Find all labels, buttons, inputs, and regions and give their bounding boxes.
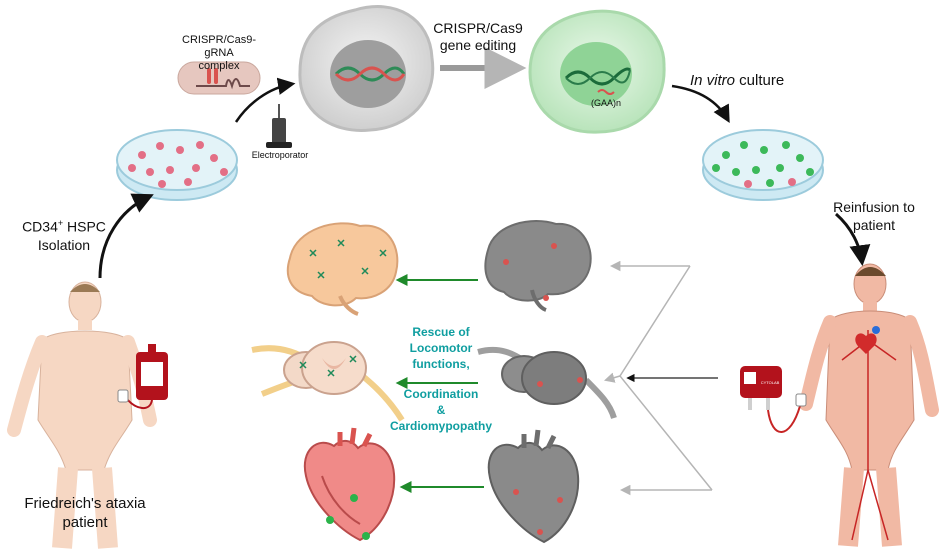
patient-line2: patient	[62, 514, 108, 531]
isolation-label: CD34+ HSPC Isolation	[4, 214, 124, 254]
gene-editing-line1: CRISPR/Cas9	[433, 20, 523, 36]
in-vitro-rest: culture	[735, 72, 785, 89]
isolation-cd34: CD34	[22, 218, 58, 235]
distribution-arrows	[603, 260, 718, 496]
reinfusion-line1: Reinfusion to	[833, 199, 915, 215]
healthy-brain-icon	[286, 222, 399, 316]
isolation-hspc: HSPC	[63, 218, 106, 235]
isolation-line1: CD34+ HSPC	[4, 214, 124, 236]
blood-bag-right-icon	[740, 366, 807, 433]
rescue-line4: Coordination	[403, 387, 479, 401]
electroporation-arrow	[234, 77, 296, 123]
gaa-repeat-label: (GAA)n	[590, 98, 621, 108]
affected-spinal-cord-icon	[477, 346, 617, 419]
patient-line1: Friedreich's ataxia	[24, 495, 146, 512]
blood-bag-brand: CYTOLAB	[760, 380, 780, 385]
gene-editing-label: CRISPR/Cas9 gene editing	[428, 20, 528, 54]
reinfusion-arrow	[835, 212, 871, 267]
electroporator-icon	[266, 104, 292, 148]
isolation-arrow	[98, 193, 154, 279]
reinfusion-line2: patient	[852, 217, 896, 233]
electroporator-label: Electroporator	[251, 150, 309, 160]
in-vitro-italic: In vitro	[690, 72, 736, 89]
isolation-line2: Isolation	[37, 236, 91, 253]
patient-figure-right	[799, 263, 939, 547]
petri-dish-isolated-cells	[116, 129, 238, 201]
petri-dish-edited-cells	[702, 129, 824, 201]
rescue-line3: functions,	[412, 357, 470, 371]
unedited-cell-icon	[298, 5, 435, 132]
crispr-complex-line2: complex	[198, 60, 240, 72]
patient-figure-left	[7, 281, 157, 549]
patient-label: Friedreich's ataxia patient	[0, 494, 170, 532]
gene-editing-line2: gene editing	[439, 37, 517, 53]
affected-brain-icon	[484, 220, 592, 312]
affected-heart-icon	[487, 429, 580, 544]
rescue-line2: Locomotor	[409, 341, 473, 355]
healthy-spinal-cord-icon	[251, 341, 405, 422]
reinfusion-label: Reinfusion to patient	[808, 198, 940, 234]
crispr-complex-icon	[177, 61, 261, 95]
crispr-complex-label: CRISPR/Cas9-gRNA complex	[168, 34, 270, 73]
rescue-label: Rescue of Locomotor functions, Coordinat…	[376, 324, 506, 434]
culture-arrow	[671, 84, 730, 124]
rescue-line6: Cardiomypopathy	[389, 419, 492, 433]
rescue-line5: &	[436, 403, 446, 417]
healthy-heart-icon	[303, 427, 396, 542]
blood-bag-left-icon	[117, 344, 168, 409]
crispr-complex-line1: CRISPR/Cas9-gRNA	[182, 34, 256, 59]
in-vitro-culture-label: In vitro culture	[690, 72, 830, 89]
isolation-superscript: +	[57, 218, 64, 228]
rescue-line1: Rescue of	[412, 325, 470, 339]
edited-cell-icon	[528, 9, 666, 134]
